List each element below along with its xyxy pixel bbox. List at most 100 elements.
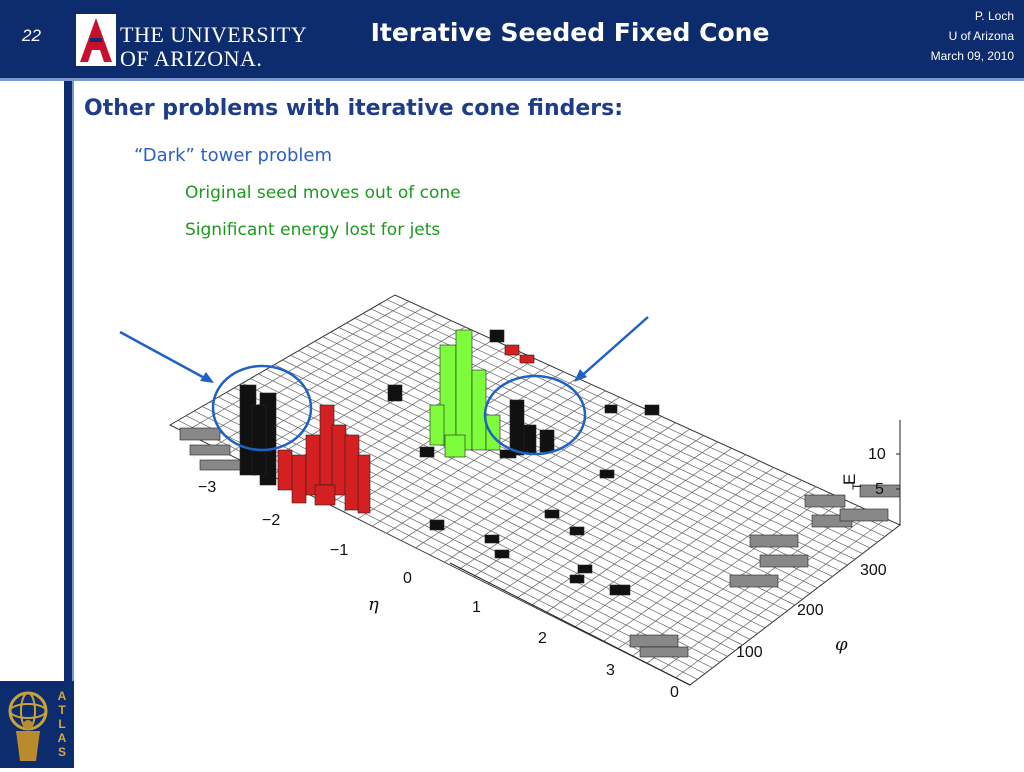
left-accent-bar (64, 81, 74, 681)
calorimeter-tower (444, 434, 466, 458)
atlas-logo-box: ATLAS (0, 681, 74, 768)
calorimeter-tower (523, 424, 537, 454)
arrow-left (119, 330, 211, 383)
phi-axis-label: φ (835, 634, 848, 655)
et-tick: 10 (868, 446, 886, 463)
university-name-line2: OF ARIZONA. (120, 46, 263, 71)
calorimeter-tower (609, 584, 631, 596)
calorimeter-tower (839, 508, 889, 522)
arrow-left-head-icon (200, 372, 214, 383)
et-tick: 5 (875, 481, 884, 498)
grid-line-phi (210, 401, 728, 657)
grid-line-phi (282, 359, 796, 606)
calorimeter-tower (344, 434, 360, 511)
calorimeter-tower (485, 414, 501, 451)
calorimeter-tower (199, 459, 241, 471)
grid-line-phi (226, 392, 743, 646)
phi-tick: 100 (736, 644, 763, 661)
calorimeter-tower (471, 369, 487, 451)
calorimeter-tower (419, 446, 435, 458)
calorimeter-tower (357, 454, 371, 514)
lego-plot-towers (179, 329, 901, 658)
date: March 09, 2010 (930, 49, 1014, 63)
grid-line-phi (290, 355, 803, 600)
calorimeter-tower (644, 404, 660, 416)
eta-tick: 1 (472, 599, 481, 616)
annotations (119, 316, 649, 456)
eta-tick: 0 (403, 570, 412, 587)
calorimeter-tower (639, 646, 689, 658)
et-axis-label: E (840, 474, 859, 485)
calorimeter-tower (544, 509, 560, 519)
affiliation: U of Arizona (948, 29, 1014, 43)
calorimeter-tower (759, 554, 809, 568)
calorimeter-tower (519, 354, 535, 364)
grid-line-phi (298, 350, 811, 594)
grid-line-phi (330, 331, 841, 572)
grid-line-phi (274, 364, 788, 612)
grid-line-phi (322, 336, 833, 577)
calorimeter-tower (569, 526, 585, 536)
atlas-label: ATLAS (57, 689, 67, 759)
phi-tick: 300 (860, 562, 887, 579)
grid-line-phi (346, 322, 856, 560)
grid-line-phi (250, 378, 766, 629)
bullet-level3-seed: Original seed moves out of cone (185, 183, 461, 203)
calorimeter-tower (509, 399, 525, 456)
et-axis-subscript: T (850, 482, 864, 490)
bullet-level3-energy: Significant energy lost for jets (185, 220, 441, 240)
calorimeter-tower (277, 449, 293, 491)
calorimeter-tower (804, 494, 846, 508)
calorimeter-tower (494, 549, 510, 559)
university-logo (76, 14, 116, 66)
slide-number: 22 (22, 26, 41, 45)
calorimeter-tower (629, 634, 679, 648)
arrow-right (577, 316, 649, 380)
eta-tick: 3 (606, 662, 615, 679)
calorimeter-tower (729, 574, 779, 588)
eta-axis-label: η (368, 594, 379, 615)
calorimeter-tower (179, 427, 221, 441)
lego-plot-figure: −3 −2 −1 0 1 2 3 η 0 100 200 300 φ 5 10 … (119, 294, 901, 701)
bullet-level2: “Dark” tower problem (134, 145, 332, 166)
eta-tick: −2 (262, 512, 280, 529)
eta-tick: −3 (198, 479, 216, 496)
calorimeter-tower (189, 444, 231, 456)
phi-tick: 200 (797, 602, 824, 619)
phi-tick: 0 (670, 684, 679, 701)
grid-line-phi (314, 341, 826, 583)
calorimeter-tower (429, 404, 445, 446)
calorimeter-tower (387, 384, 403, 402)
atlas-logo-icon (8, 691, 48, 761)
calorimeter-tower (577, 564, 593, 574)
calorimeter-tower (504, 344, 520, 356)
circle-dark-tower-right (483, 374, 587, 456)
slide-title: Iterative Seeded Fixed Cone (370, 18, 770, 47)
calorimeter-tower (539, 429, 555, 453)
arrow-right-head-icon (574, 369, 587, 382)
grid-line-phi (338, 327, 848, 566)
grid-line-phi (201, 406, 721, 663)
grid-line-phi (354, 317, 863, 554)
circle-dark-tower-left (211, 364, 313, 452)
grid-line-phi (218, 396, 736, 652)
slide-meta: P. Loch U of Arizona March 09, 2010 (931, 6, 1014, 66)
calorimeter-tower (484, 534, 500, 544)
calorimeter-tower (499, 449, 517, 459)
author: P. Loch (974, 9, 1014, 23)
calorimeter-tower (604, 404, 618, 414)
calorimeter-tower (749, 534, 799, 548)
calorimeter-tower (331, 424, 347, 496)
calorimeter-tower (314, 484, 336, 506)
eta-tick: −1 (330, 542, 348, 559)
eta-tick: 2 (538, 630, 547, 647)
calorimeter-tower (455, 329, 473, 451)
calorimeter-tower (569, 574, 585, 584)
bullet-level1: Other problems with iterative cone finde… (84, 96, 624, 121)
university-name-line1: THE UNIVERSITY (120, 22, 308, 47)
calorimeter-tower (429, 519, 445, 531)
calorimeter-tower (599, 469, 615, 479)
grid-line-phi (258, 373, 773, 623)
grid-line-phi (266, 368, 781, 617)
slide-header: 22 THE UNIVERSITY OF ARIZONA. Iterative … (0, 0, 1024, 81)
